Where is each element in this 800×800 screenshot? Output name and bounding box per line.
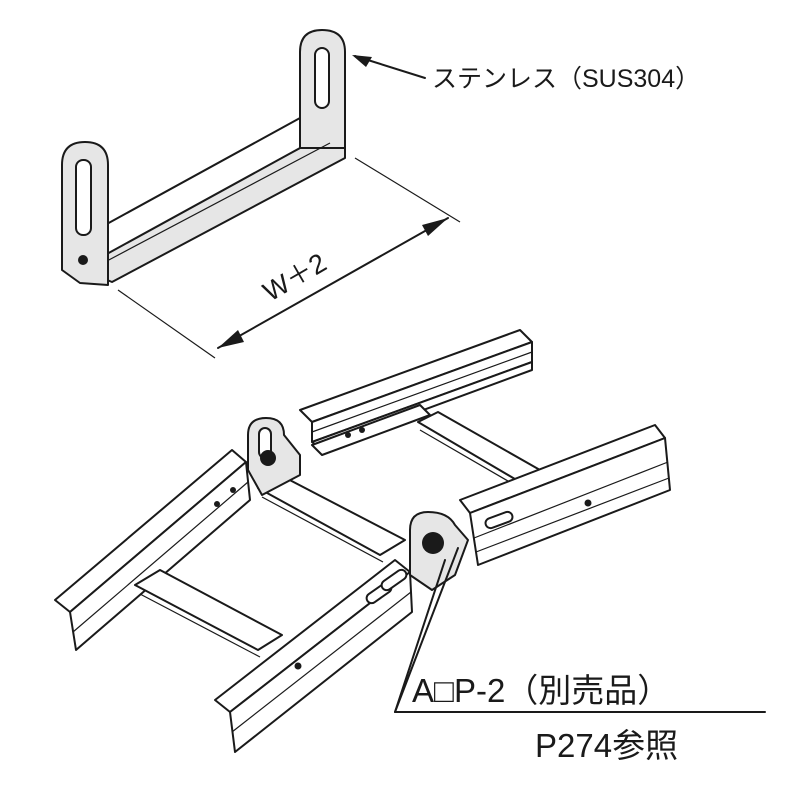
dimension-label: W＋2 (258, 247, 331, 307)
ladder-center-rail (311, 404, 431, 456)
bracket-right-slot (314, 47, 330, 109)
joint-slot-3 (380, 568, 408, 592)
bracket-left-slot (75, 159, 92, 236)
dimension-line (217, 217, 449, 349)
joint-bolt-lower-icon (422, 532, 444, 554)
part-number-label: A□P-2（別売品） (412, 672, 670, 709)
ladder-right-rung-1 (417, 411, 541, 483)
ladder-right-rear-rail (299, 329, 533, 449)
material-leader-arrow-icon (352, 55, 372, 67)
joint-bolt-upper-icon (260, 450, 276, 466)
dimension-ext-right (354, 157, 461, 223)
dimension-arrow-right-icon (422, 218, 448, 236)
joint-slot-1 (484, 510, 514, 530)
dimension-arrow-left-icon (218, 330, 244, 348)
part-leader-1 (394, 559, 446, 713)
joint-plate-upper (247, 417, 301, 496)
joint-plate-lower (365, 510, 514, 605)
ladder-left-rear-rail (54, 449, 251, 651)
ladder-left-rung-2 (134, 569, 283, 651)
u-bracket (61, 29, 461, 359)
ladder-right-front-rail (459, 424, 671, 566)
part-leader-2 (394, 547, 459, 713)
ladder-left-rung-1 (257, 475, 406, 556)
cable-ladder-assembly (54, 329, 766, 753)
page-reference-label: P274参照 (535, 727, 678, 764)
bracket-bolt-hole (78, 255, 88, 265)
material-label: ステンレス（SUS304） (432, 65, 700, 93)
dimension-ext-left (117, 289, 216, 359)
